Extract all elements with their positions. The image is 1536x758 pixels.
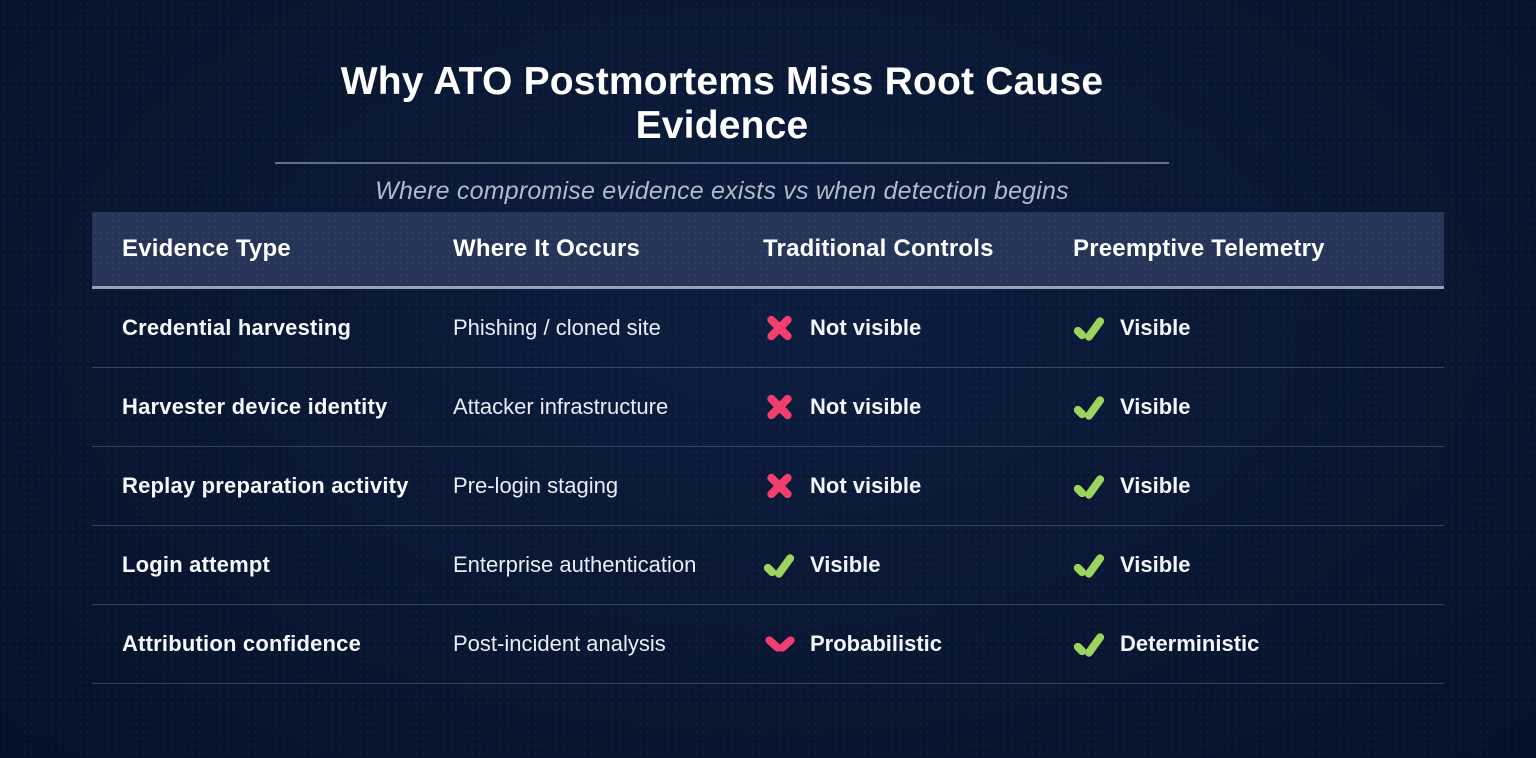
traditional-controls-cell: Probabilistic xyxy=(763,629,1073,659)
traditional-controls-cell: Not visible xyxy=(763,313,1073,343)
table-row: Login attempt Enterprise authentication … xyxy=(92,526,1444,605)
check-icon xyxy=(763,550,797,580)
page-subtitle: Where compromise evidence exists vs when… xyxy=(375,177,1069,206)
preemptive-telemetry-cell: Visible xyxy=(1073,471,1414,501)
traditional-controls-cell: Not visible xyxy=(763,392,1073,422)
where-it-occurs-cell: Enterprise authentication xyxy=(453,552,697,577)
status-label: Probabilistic xyxy=(810,631,943,656)
chevron-down-icon xyxy=(763,629,797,659)
column-header-traditional-controls: Traditional Controls xyxy=(763,235,994,262)
where-it-occurs-cell: Phishing / cloned site xyxy=(453,315,661,340)
column-header-evidence-type: Evidence Type xyxy=(122,235,291,262)
status-label: Deterministic xyxy=(1120,631,1260,656)
check-icon xyxy=(1073,550,1107,580)
where-it-occurs-cell: Post-incident analysis xyxy=(453,631,666,656)
status-label: Visible xyxy=(1120,394,1191,419)
preemptive-telemetry-cell: Deterministic xyxy=(1073,629,1414,659)
status-label: Not visible xyxy=(810,315,922,340)
status-label: Visible xyxy=(1120,315,1191,340)
column-header-preemptive-telemetry: Preemptive Telemetry xyxy=(1073,235,1325,262)
evidence-type-cell: Replay preparation activity xyxy=(122,473,409,498)
table-row: Attribution confidence Post-incident ana… xyxy=(92,605,1444,684)
cross-icon xyxy=(763,471,797,501)
title-divider xyxy=(275,162,1169,165)
table-row: Credential harvesting Phishing / cloned … xyxy=(92,289,1444,368)
cross-icon xyxy=(763,392,797,422)
cross-icon xyxy=(763,313,797,343)
check-icon xyxy=(1073,471,1107,501)
traditional-controls-cell: Visible xyxy=(763,550,1073,580)
column-header-where-it-occurs: Where It Occurs xyxy=(453,235,641,262)
status-label: Not visible xyxy=(810,394,922,419)
heading-block: Why ATO Postmortems Miss Root Cause Evid… xyxy=(272,60,1172,206)
evidence-type-cell: Harvester device identity xyxy=(122,394,388,419)
status-label: Not visible xyxy=(810,473,922,498)
evidence-type-cell: Credential harvesting xyxy=(122,315,352,340)
status-label: Visible xyxy=(810,552,881,577)
where-it-occurs-cell: Pre-login staging xyxy=(453,473,619,498)
preemptive-telemetry-cell: Visible xyxy=(1073,550,1414,580)
check-icon xyxy=(1073,392,1107,422)
preemptive-telemetry-cell: Visible xyxy=(1073,392,1414,422)
check-icon xyxy=(1073,313,1107,343)
evidence-type-cell: Login attempt xyxy=(122,552,271,577)
preemptive-telemetry-cell: Visible xyxy=(1073,313,1414,343)
evidence-table: Evidence Type Where It Occurs Traditiona… xyxy=(92,212,1444,684)
status-label: Visible xyxy=(1120,552,1191,577)
status-label: Visible xyxy=(1120,473,1191,498)
table-row: Replay preparation activity Pre-login st… xyxy=(92,447,1444,526)
check-icon xyxy=(1073,629,1107,659)
page-title: Why ATO Postmortems Miss Root Cause Evid… xyxy=(340,60,1104,147)
table-row: Harvester device identity Attacker infra… xyxy=(92,368,1444,447)
where-it-occurs-cell: Attacker infrastructure xyxy=(453,394,669,419)
evidence-type-cell: Attribution confidence xyxy=(122,631,362,656)
traditional-controls-cell: Not visible xyxy=(763,471,1073,501)
table-header-row: Evidence Type Where It Occurs Traditiona… xyxy=(92,212,1444,289)
